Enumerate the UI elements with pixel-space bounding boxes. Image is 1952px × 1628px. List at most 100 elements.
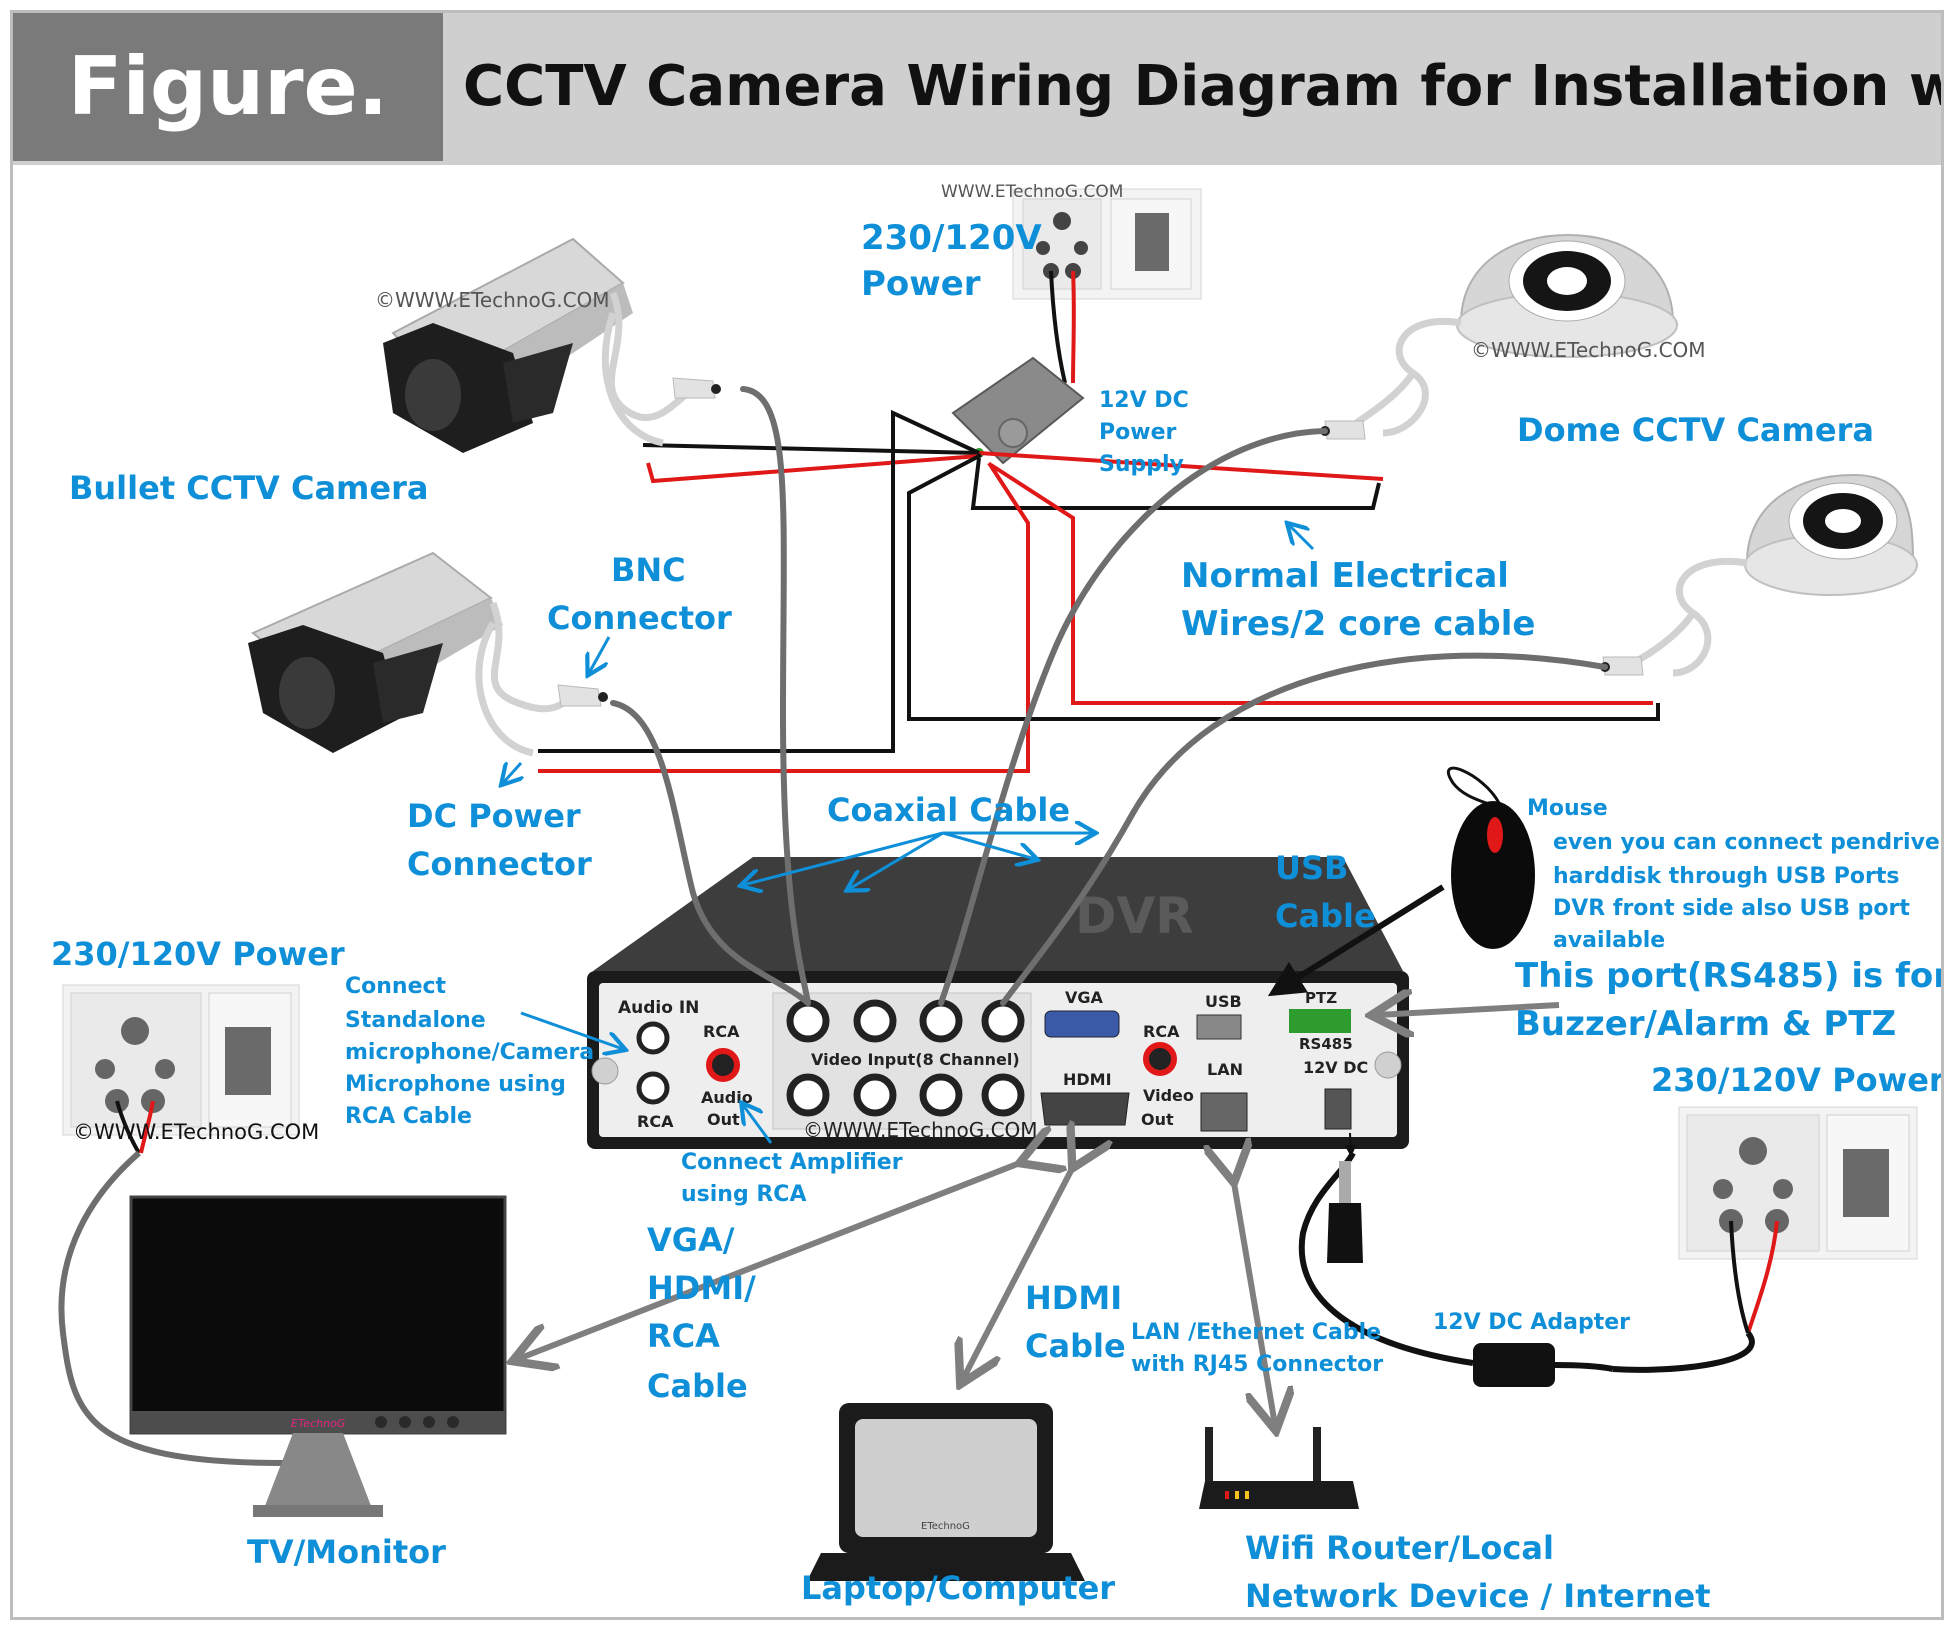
mouse-usb-arrow (1267, 884, 1445, 997)
bullet-camera-2 (248, 551, 608, 757)
dome-camera-2 (1600, 473, 1918, 677)
diagram-frame: Figure. 01 CCTV Camera Wiring Diagram fo… (10, 10, 1944, 1620)
label-hdmi-1: HDMI (1025, 1279, 1122, 1317)
label-amp-2: using RCA (681, 1182, 806, 1207)
dvr-usb-label: USB (1205, 992, 1242, 1011)
label-mouse-2: even you can connect pendrive, (1553, 830, 1941, 855)
watermark-bullet-camera: ©WWW.ETechnoG.COM (375, 288, 610, 312)
watermark-top-socket: WWW.ETechnoG.COM (941, 182, 1123, 202)
connection-arrows (518, 1005, 1560, 1425)
watermark-dvr-panel: ©WWW.ETechnoG.COM (803, 1118, 1038, 1142)
header-bar: Figure. 01 CCTV Camera Wiring Diagram fo… (13, 13, 1941, 281)
label-router-2: Network Device / Internet (1245, 1577, 1711, 1615)
label-mouse-4: DVR front side also USB port (1553, 896, 1910, 921)
label-psu-3: Supply (1099, 452, 1184, 477)
label-vga-4: Cable (647, 1367, 748, 1405)
dvr-rca-label: RCA (703, 1022, 740, 1041)
label-rs485-2: Buzzer/Alarm & PTZ (1515, 1004, 1896, 1044)
dvr-audio-out-label-2: Out (707, 1110, 740, 1129)
dvr-video-out-label-1: Video (1143, 1086, 1194, 1105)
label-mic-3: microphone/Camera (345, 1040, 594, 1065)
laptop-computer (807, 1403, 1085, 1581)
dvr-vga-label: VGA (1065, 988, 1104, 1007)
tv-power-cable (58, 1150, 284, 1466)
label-power-left: 230/120V Power (51, 935, 345, 973)
label-mouse-3: harddisk through USB Ports (1553, 864, 1900, 889)
label-rs485-1: This port(RS485) is for (1515, 956, 1941, 996)
label-power-top-1: 230/120V (861, 218, 1042, 258)
dvr-port-panel (591, 999, 1402, 1132)
hdmi-port (1040, 1092, 1130, 1126)
label-laptop: Laptop/Computer (801, 1569, 1115, 1607)
figure-label: Figure. 01 (13, 13, 443, 281)
label-hdmi-2: Cable (1025, 1327, 1126, 1365)
label-router-1: Wifi Router/Local (1245, 1529, 1554, 1567)
label-mic-2: Standalone (345, 1008, 486, 1033)
dvr-video-out-label-2: Out (1141, 1110, 1174, 1129)
label-power-right: 230/120V Power (1651, 1061, 1941, 1099)
label-mouse-1: Mouse (1527, 796, 1608, 821)
label-amp-1: Connect Amplifier (681, 1150, 903, 1175)
mouse (1446, 766, 1535, 949)
label-coaxial: Coaxial Cable (827, 791, 1070, 829)
label-psu-1: 12V DC (1099, 388, 1189, 413)
wall-socket-right (1678, 1106, 1918, 1260)
dvr-rs485-label: RS485 (1299, 1035, 1353, 1053)
blue-labels: 230/120V Power 12V DC Power Supply Bulle… (51, 218, 1941, 1615)
label-dc-power-1: DC Power (407, 797, 581, 835)
dvr-rca-bottom-label: RCA (637, 1112, 674, 1131)
label-vga-2: HDMI/ (647, 1269, 756, 1307)
label-electrical-2: Wires/2 core cable (1181, 604, 1535, 644)
dc-adapter-cable (1298, 1151, 1779, 1387)
wall-socket-top (1012, 188, 1202, 300)
dc-jack-arrow (1344, 1132, 1357, 1157)
monitor-brand: ETechnoG (291, 1417, 345, 1430)
dome-camera-1 (1320, 233, 1678, 440)
tv-monitor (129, 1195, 507, 1517)
label-usb-2: Cable (1275, 897, 1376, 935)
label-tv: TV/Monitor (247, 1533, 446, 1571)
watermark-dome-camera: ©WWW.ETechnoG.COM (1471, 338, 1706, 362)
lan-port (1200, 1092, 1248, 1132)
label-lan-1: LAN /Ethernet Cable (1131, 1320, 1381, 1345)
label-usb-1: USB (1275, 849, 1348, 887)
label-dc-power-2: Connector (407, 845, 592, 883)
label-mouse-5: available (1553, 928, 1665, 953)
label-adapter: 12V DC Adapter (1433, 1310, 1630, 1335)
ptz-terminal (1289, 1009, 1351, 1033)
watermark-left-socket: ©WWW.ETechnoG.COM (73, 1120, 319, 1144)
dvr-lan-label: LAN (1207, 1060, 1243, 1079)
vga-port (1044, 1010, 1120, 1038)
wiring-diagram: WWW.ETechnoG.COM (51, 182, 1941, 1615)
dvr-12vdc-label: 12V DC (1303, 1058, 1368, 1077)
label-mic-1: Connect (345, 974, 447, 999)
dvr-rca2-label: RCA (1143, 1022, 1180, 1041)
dvr-video-input-label: Video Input(8 Channel) (811, 1050, 1020, 1069)
label-pointer-arrows (503, 525, 1315, 1144)
laptop-brand: ETechnoG (921, 1521, 970, 1532)
wall-socket-left (62, 984, 300, 1155)
diagram-title: CCTV Camera Wiring Diagram for Installat… (463, 54, 1941, 119)
label-bullet-camera: Bullet CCTV Camera (69, 469, 428, 507)
dvr-hdmi-label: HDMI (1063, 1070, 1112, 1089)
video-input-ports (786, 999, 1025, 1117)
dc-input-port (1324, 1088, 1352, 1130)
label-lan-2: with RJ45 Connector (1131, 1352, 1383, 1377)
label-vga-1: VGA/ (647, 1221, 735, 1259)
wifi-router (1199, 1427, 1359, 1509)
label-mic-5: RCA Cable (345, 1104, 472, 1129)
bullet-camera-1 (383, 237, 721, 453)
label-mic-4: Microphone using (345, 1072, 566, 1097)
dvr-audio-in-label: Audio IN (618, 998, 699, 1018)
label-electrical-1: Normal Electrical (1181, 556, 1509, 596)
label-bnc-1: BNC (611, 551, 686, 589)
dvr-ptz-label: PTZ (1305, 989, 1337, 1007)
dvr-name: DVR (1075, 887, 1194, 945)
dvr-audio-out-label-1: Audio (701, 1088, 753, 1107)
label-power-top-2: Power (861, 264, 981, 304)
label-bnc-2: Connector (547, 599, 732, 637)
coaxial-cables (610, 386, 1608, 1006)
usb-port (1196, 1014, 1242, 1040)
label-psu-2: Power (1099, 420, 1176, 445)
label-vga-3: RCA (647, 1317, 720, 1355)
